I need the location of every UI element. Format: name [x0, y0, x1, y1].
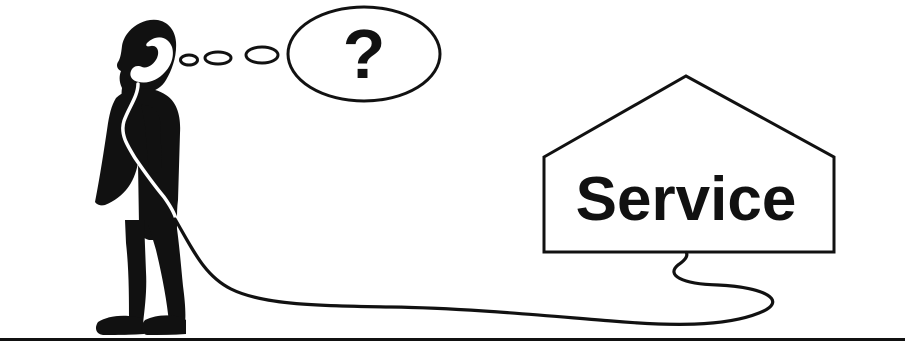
house-shape-icon: Service [544, 76, 834, 252]
question-mark-text: ? [343, 15, 386, 93]
service-label: Service [576, 165, 797, 234]
person-on-phone-icon [95, 20, 186, 335]
thought-bubble-icon: ? [181, 7, 441, 101]
